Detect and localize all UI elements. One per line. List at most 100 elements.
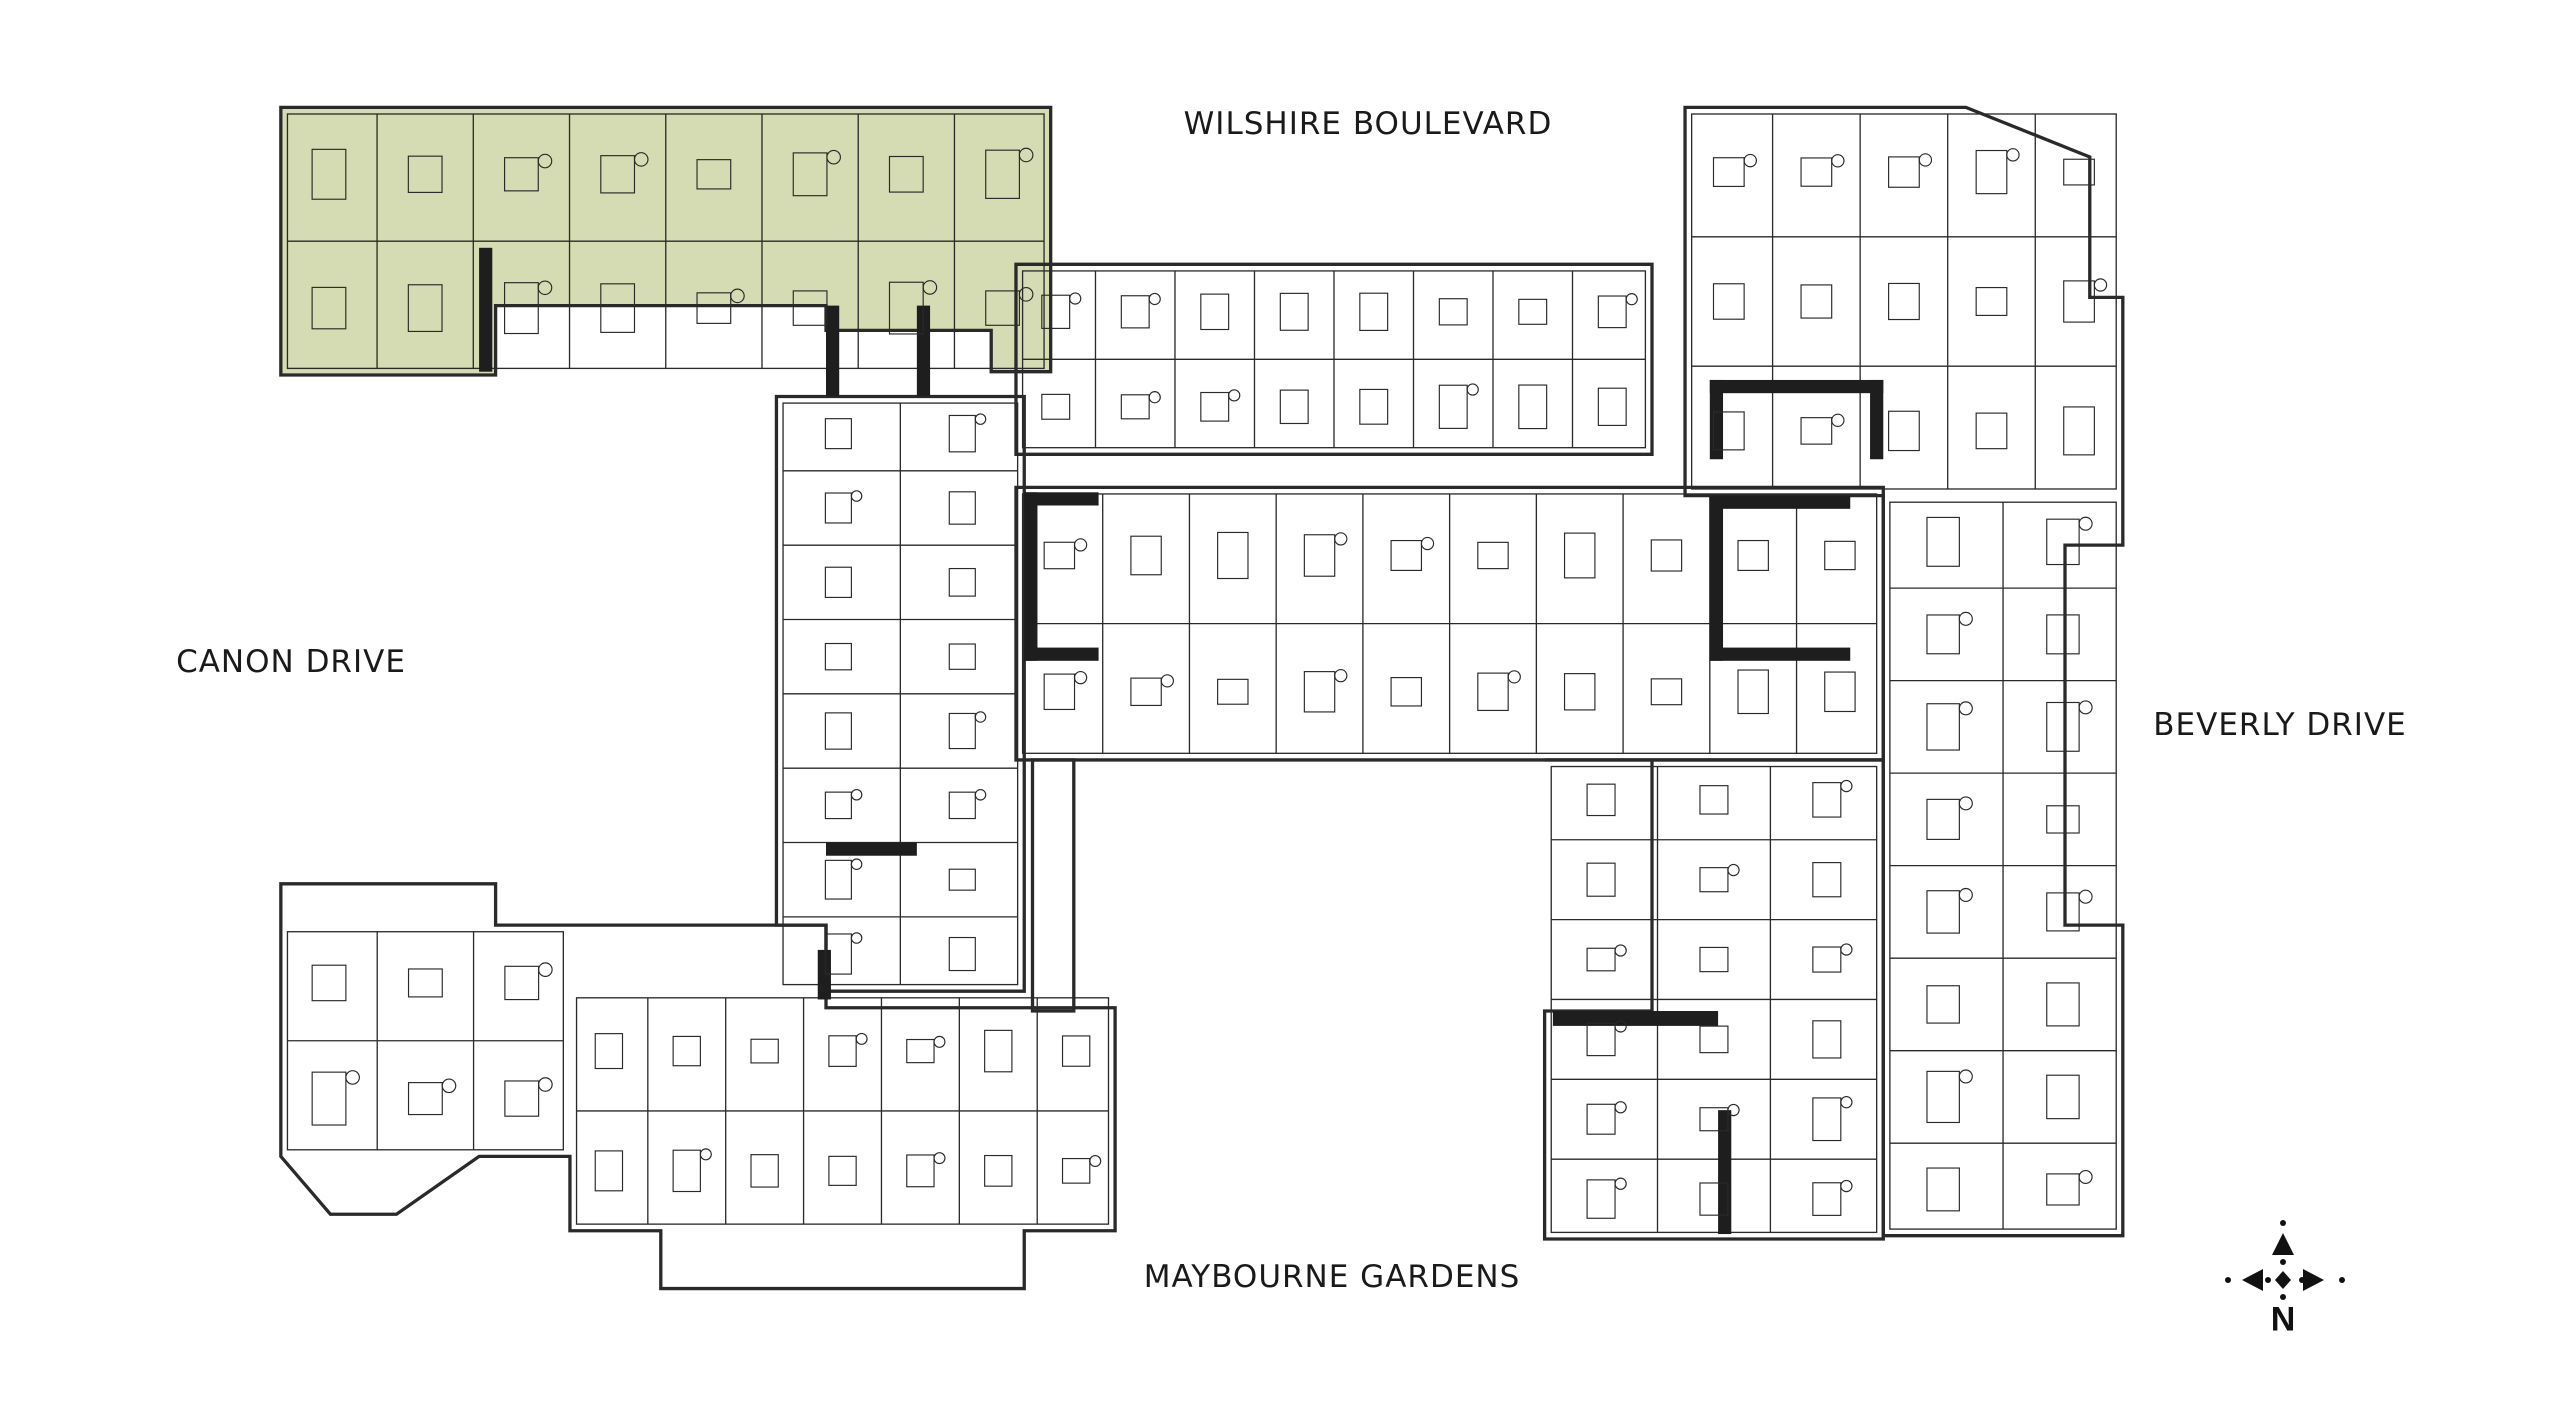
furniture-piece (1926, 703, 1960, 751)
chair (1466, 383, 1479, 396)
street-label-maybourne-gardens: MAYBOURNE GARDENS (1143, 1259, 1521, 1295)
furniture-piece (1926, 798, 1960, 840)
furniture-piece (2046, 805, 2080, 834)
furniture-piece (1712, 283, 1745, 320)
furniture-piece (984, 1029, 1013, 1073)
furniture-piece (1824, 540, 1856, 571)
chair (974, 413, 987, 425)
furniture-piece (792, 290, 828, 326)
furniture-piece (1926, 890, 1960, 934)
chair (1228, 389, 1241, 402)
furniture-piece (1043, 541, 1076, 570)
chair (441, 1078, 457, 1094)
chair (1958, 1069, 1973, 1084)
room-walls (286, 113, 2117, 1234)
structural-wall (1709, 647, 1851, 661)
furniture-piece (824, 859, 852, 900)
furniture-piece (1477, 541, 1509, 570)
furniture-piece (1650, 678, 1683, 706)
furniture-piece (828, 1155, 857, 1186)
furniture-piece (1200, 391, 1230, 422)
furniture-piece (1699, 867, 1729, 893)
furniture-piece (948, 936, 976, 972)
structural-wall (916, 305, 931, 397)
furniture-piece (1975, 149, 2008, 195)
chair (922, 280, 938, 295)
furniture-piece (2046, 982, 2080, 1027)
inner-wall (575, 997, 1110, 1225)
furniture-piece (750, 1038, 779, 1064)
furniture-piece (407, 155, 443, 193)
furniture-piece (1812, 1020, 1842, 1059)
furniture-piece (1217, 531, 1249, 580)
chair (1069, 292, 1082, 305)
chair (974, 711, 987, 723)
furniture-piece (1586, 1179, 1616, 1219)
furniture-piece (504, 1080, 540, 1117)
furniture-piece (1120, 394, 1150, 420)
furniture-piece (672, 1149, 701, 1193)
furniture-piece (1712, 157, 1745, 188)
furniture-piece (503, 282, 539, 335)
furniture-piece (311, 148, 347, 200)
chair (826, 149, 841, 165)
furniture-piece (2046, 614, 2080, 655)
chair (537, 153, 553, 169)
inner-wall (1021, 493, 1878, 754)
furniture-piece (1597, 295, 1627, 329)
chair (1334, 532, 1348, 546)
wall-outline (279, 882, 1117, 1291)
chair (345, 1070, 360, 1085)
street-label-beverly-drive: BEVERLY DRIVE (2153, 707, 2407, 743)
chair (1625, 293, 1638, 306)
furniture (311, 147, 2108, 1219)
furniture-piece (1390, 539, 1423, 571)
furniture-piece (1812, 1182, 1842, 1216)
inner-wall (1021, 270, 1647, 449)
chair (1958, 796, 1973, 811)
chair (850, 858, 863, 870)
furniture-piece (1041, 294, 1071, 329)
chair (633, 152, 649, 167)
structural-wall (1709, 495, 1851, 509)
chair (1840, 943, 1853, 956)
furniture-piece (407, 284, 443, 333)
furniture-piece (1130, 535, 1162, 576)
furniture-piece (1061, 1035, 1091, 1067)
chair (1148, 292, 1161, 306)
furniture-piece (824, 642, 852, 671)
furniture-piece (792, 152, 828, 197)
chair (1743, 153, 1757, 168)
furniture-piece (1926, 985, 1960, 1024)
chair (1918, 153, 1933, 167)
furniture-piece (594, 1150, 624, 1192)
furniture-piece (1926, 1167, 1960, 1212)
street-label-canon-drive: CANON DRIVE (176, 644, 406, 680)
furniture-piece (948, 868, 976, 891)
furniture-piece (600, 283, 636, 333)
furniture-piece (824, 492, 852, 524)
furniture-piece (1888, 282, 1920, 321)
furniture-piece (888, 155, 924, 193)
furniture-piece (1812, 862, 1842, 898)
furniture-piece (1279, 389, 1309, 425)
furniture-piece (948, 712, 976, 750)
chair (699, 1148, 712, 1161)
inner-wall (1550, 765, 1878, 1234)
chair (2093, 278, 2108, 292)
structural-cores (479, 247, 1884, 1235)
structural-wall (1709, 379, 1724, 460)
furniture-piece (948, 791, 976, 820)
furniture-piece (948, 491, 976, 525)
furniture-piece (824, 566, 852, 599)
furniture-piece (1200, 293, 1230, 331)
chair (1831, 413, 1845, 428)
chair (538, 962, 553, 977)
chair (1334, 668, 1348, 683)
structural-wall (1709, 379, 1884, 394)
furniture-piece (1597, 387, 1627, 426)
furniture-piece (1650, 539, 1683, 572)
chair (1958, 611, 1973, 626)
chair (1614, 1020, 1627, 1033)
chair (1614, 1101, 1627, 1114)
